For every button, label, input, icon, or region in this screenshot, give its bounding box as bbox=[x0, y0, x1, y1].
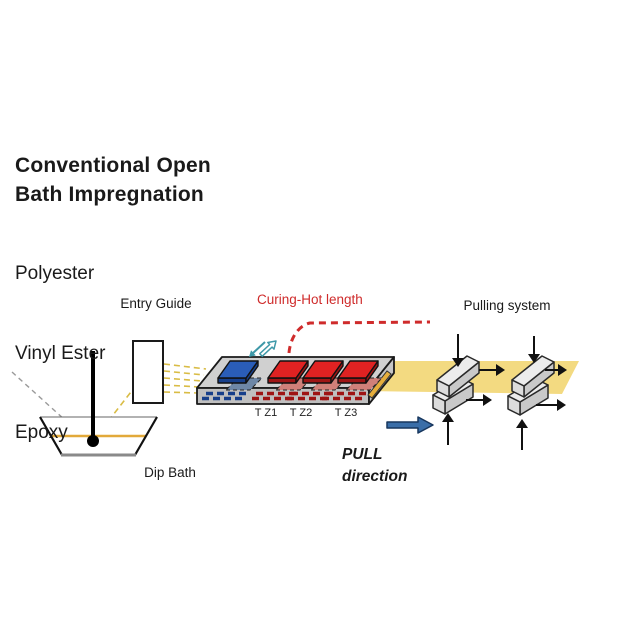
dip-bath bbox=[39, 416, 158, 457]
heater-red-3-plate bbox=[337, 360, 379, 379]
gripper-pair-1 bbox=[432, 334, 505, 445]
dip-bath-label: Dip Bath bbox=[144, 465, 196, 480]
die-exit-profile-stripe bbox=[367, 370, 392, 399]
heater-red-1-plate bbox=[267, 360, 309, 379]
entry-guide-label: Entry Guide bbox=[120, 296, 192, 311]
pulling-system-label: Pulling system bbox=[463, 298, 551, 313]
bath-right-wall bbox=[134, 416, 158, 456]
dip-roller bbox=[87, 351, 99, 447]
gripper-1-upper-block bbox=[436, 355, 480, 398]
curing-hot-length-label: Curing-Hot length bbox=[257, 292, 363, 307]
material-vinyl-ester: Vinyl Ester bbox=[15, 342, 106, 364]
gripper-pair-2 bbox=[507, 336, 567, 450]
roller-ball bbox=[87, 435, 99, 447]
up-right-outline-arrow-icon bbox=[259, 340, 277, 358]
heater-red-3 bbox=[322, 360, 384, 401]
down-left-arrow-icon bbox=[252, 341, 266, 354]
curing-length-dashed-line bbox=[287, 320, 431, 354]
fiber-fan-guide-to-die bbox=[163, 363, 207, 394]
heater-red-2-plate bbox=[302, 360, 344, 379]
pull-direction-arrow-icon bbox=[386, 416, 434, 434]
heater-red-2 bbox=[287, 360, 349, 401]
material-epoxy: Epoxy bbox=[15, 422, 68, 443]
temp-zone-2-label: T Z2 bbox=[289, 407, 313, 419]
temp-zone-3-label: T Z3 bbox=[334, 407, 358, 419]
material-polyester: Polyester bbox=[15, 263, 95, 284]
entry-guide-box bbox=[132, 340, 164, 404]
material-list: Polyester Vinyl Ester Epoxy bbox=[15, 208, 105, 500]
bath-left-wall bbox=[39, 416, 63, 456]
temp-zone-1-label: T Z1 bbox=[254, 407, 278, 419]
heater-blue bbox=[202, 360, 264, 401]
heater-blue-plate bbox=[217, 360, 259, 379]
die-motion-arrows bbox=[249, 340, 277, 358]
